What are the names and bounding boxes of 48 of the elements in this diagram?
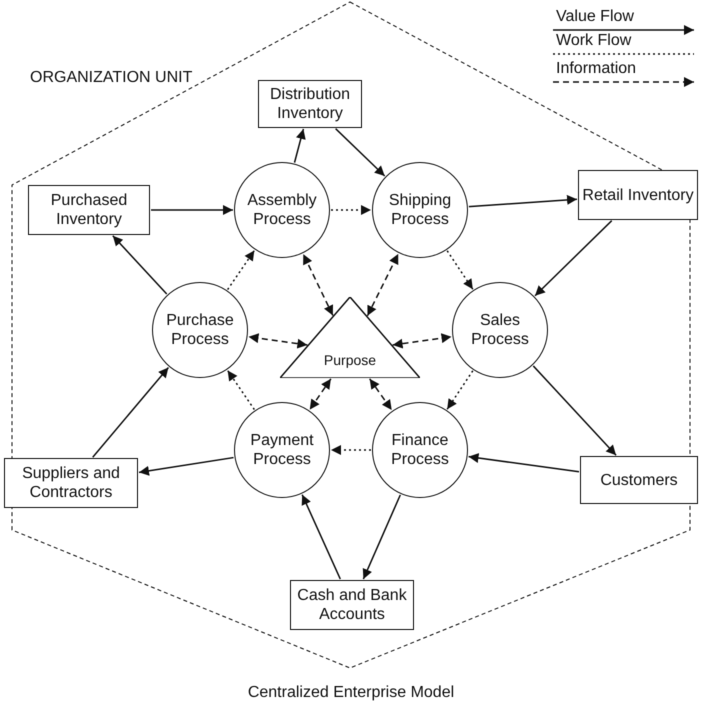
purpose-triangle <box>280 297 420 378</box>
flow-arrow <box>294 128 306 163</box>
flow-arrow <box>366 254 399 316</box>
entity-box <box>28 185 150 235</box>
node-label: Finance Process <box>390 431 450 469</box>
flow-arrow <box>302 254 334 316</box>
node-label: Distribution Inventory <box>268 85 352 123</box>
entity-box <box>258 80 362 128</box>
flow-arrow <box>112 235 168 295</box>
node-label: Purchase Process <box>165 311 235 349</box>
node-label: Assembly Process <box>246 191 318 229</box>
flow-arrow <box>446 370 474 410</box>
flow-arrow <box>369 378 392 410</box>
flow-arrow <box>532 365 617 456</box>
legend-label: Value Flow <box>556 8 634 26</box>
node-label: Suppliers and Contractors <box>21 464 121 502</box>
entity-box <box>578 170 698 220</box>
flow-arrow <box>92 366 169 458</box>
entity-box <box>580 456 698 504</box>
legend-label: Work Flow <box>556 32 632 50</box>
node-label: Cash and Bank Accounts <box>296 586 408 624</box>
flow-arrow <box>468 194 578 208</box>
flow-arrow <box>331 205 371 215</box>
region-label: ORGANIZATION UNIT <box>30 68 192 87</box>
flow-arrow <box>446 250 474 290</box>
flow-arrow <box>309 378 332 410</box>
flow-arrow <box>335 128 386 177</box>
legend-label: Information <box>556 60 636 78</box>
node-label: Shipping Process <box>388 191 452 229</box>
flow-arrow <box>331 445 371 455</box>
flow-arrow <box>534 220 612 296</box>
flow-arrow <box>392 333 452 349</box>
flow-arrow <box>227 370 255 410</box>
flow-arrow <box>362 494 401 580</box>
node-label: Retail Inventory <box>581 186 695 204</box>
flow-arrow <box>138 456 234 476</box>
node-label: Purchased Inventory <box>50 191 128 229</box>
flow-arrow <box>227 250 255 290</box>
node-label: Sales Process <box>470 311 530 349</box>
node-label: Payment Process <box>249 431 315 469</box>
flow-arrow <box>248 333 308 349</box>
flow-arrow <box>468 453 580 473</box>
caption: Centralized Enterprise Model <box>246 684 456 702</box>
flow-arrow <box>151 205 233 215</box>
node-label: Customers <box>599 470 679 490</box>
flow-arrow <box>301 494 341 580</box>
entity-box <box>4 458 138 508</box>
node-label: Purpose <box>324 351 376 370</box>
